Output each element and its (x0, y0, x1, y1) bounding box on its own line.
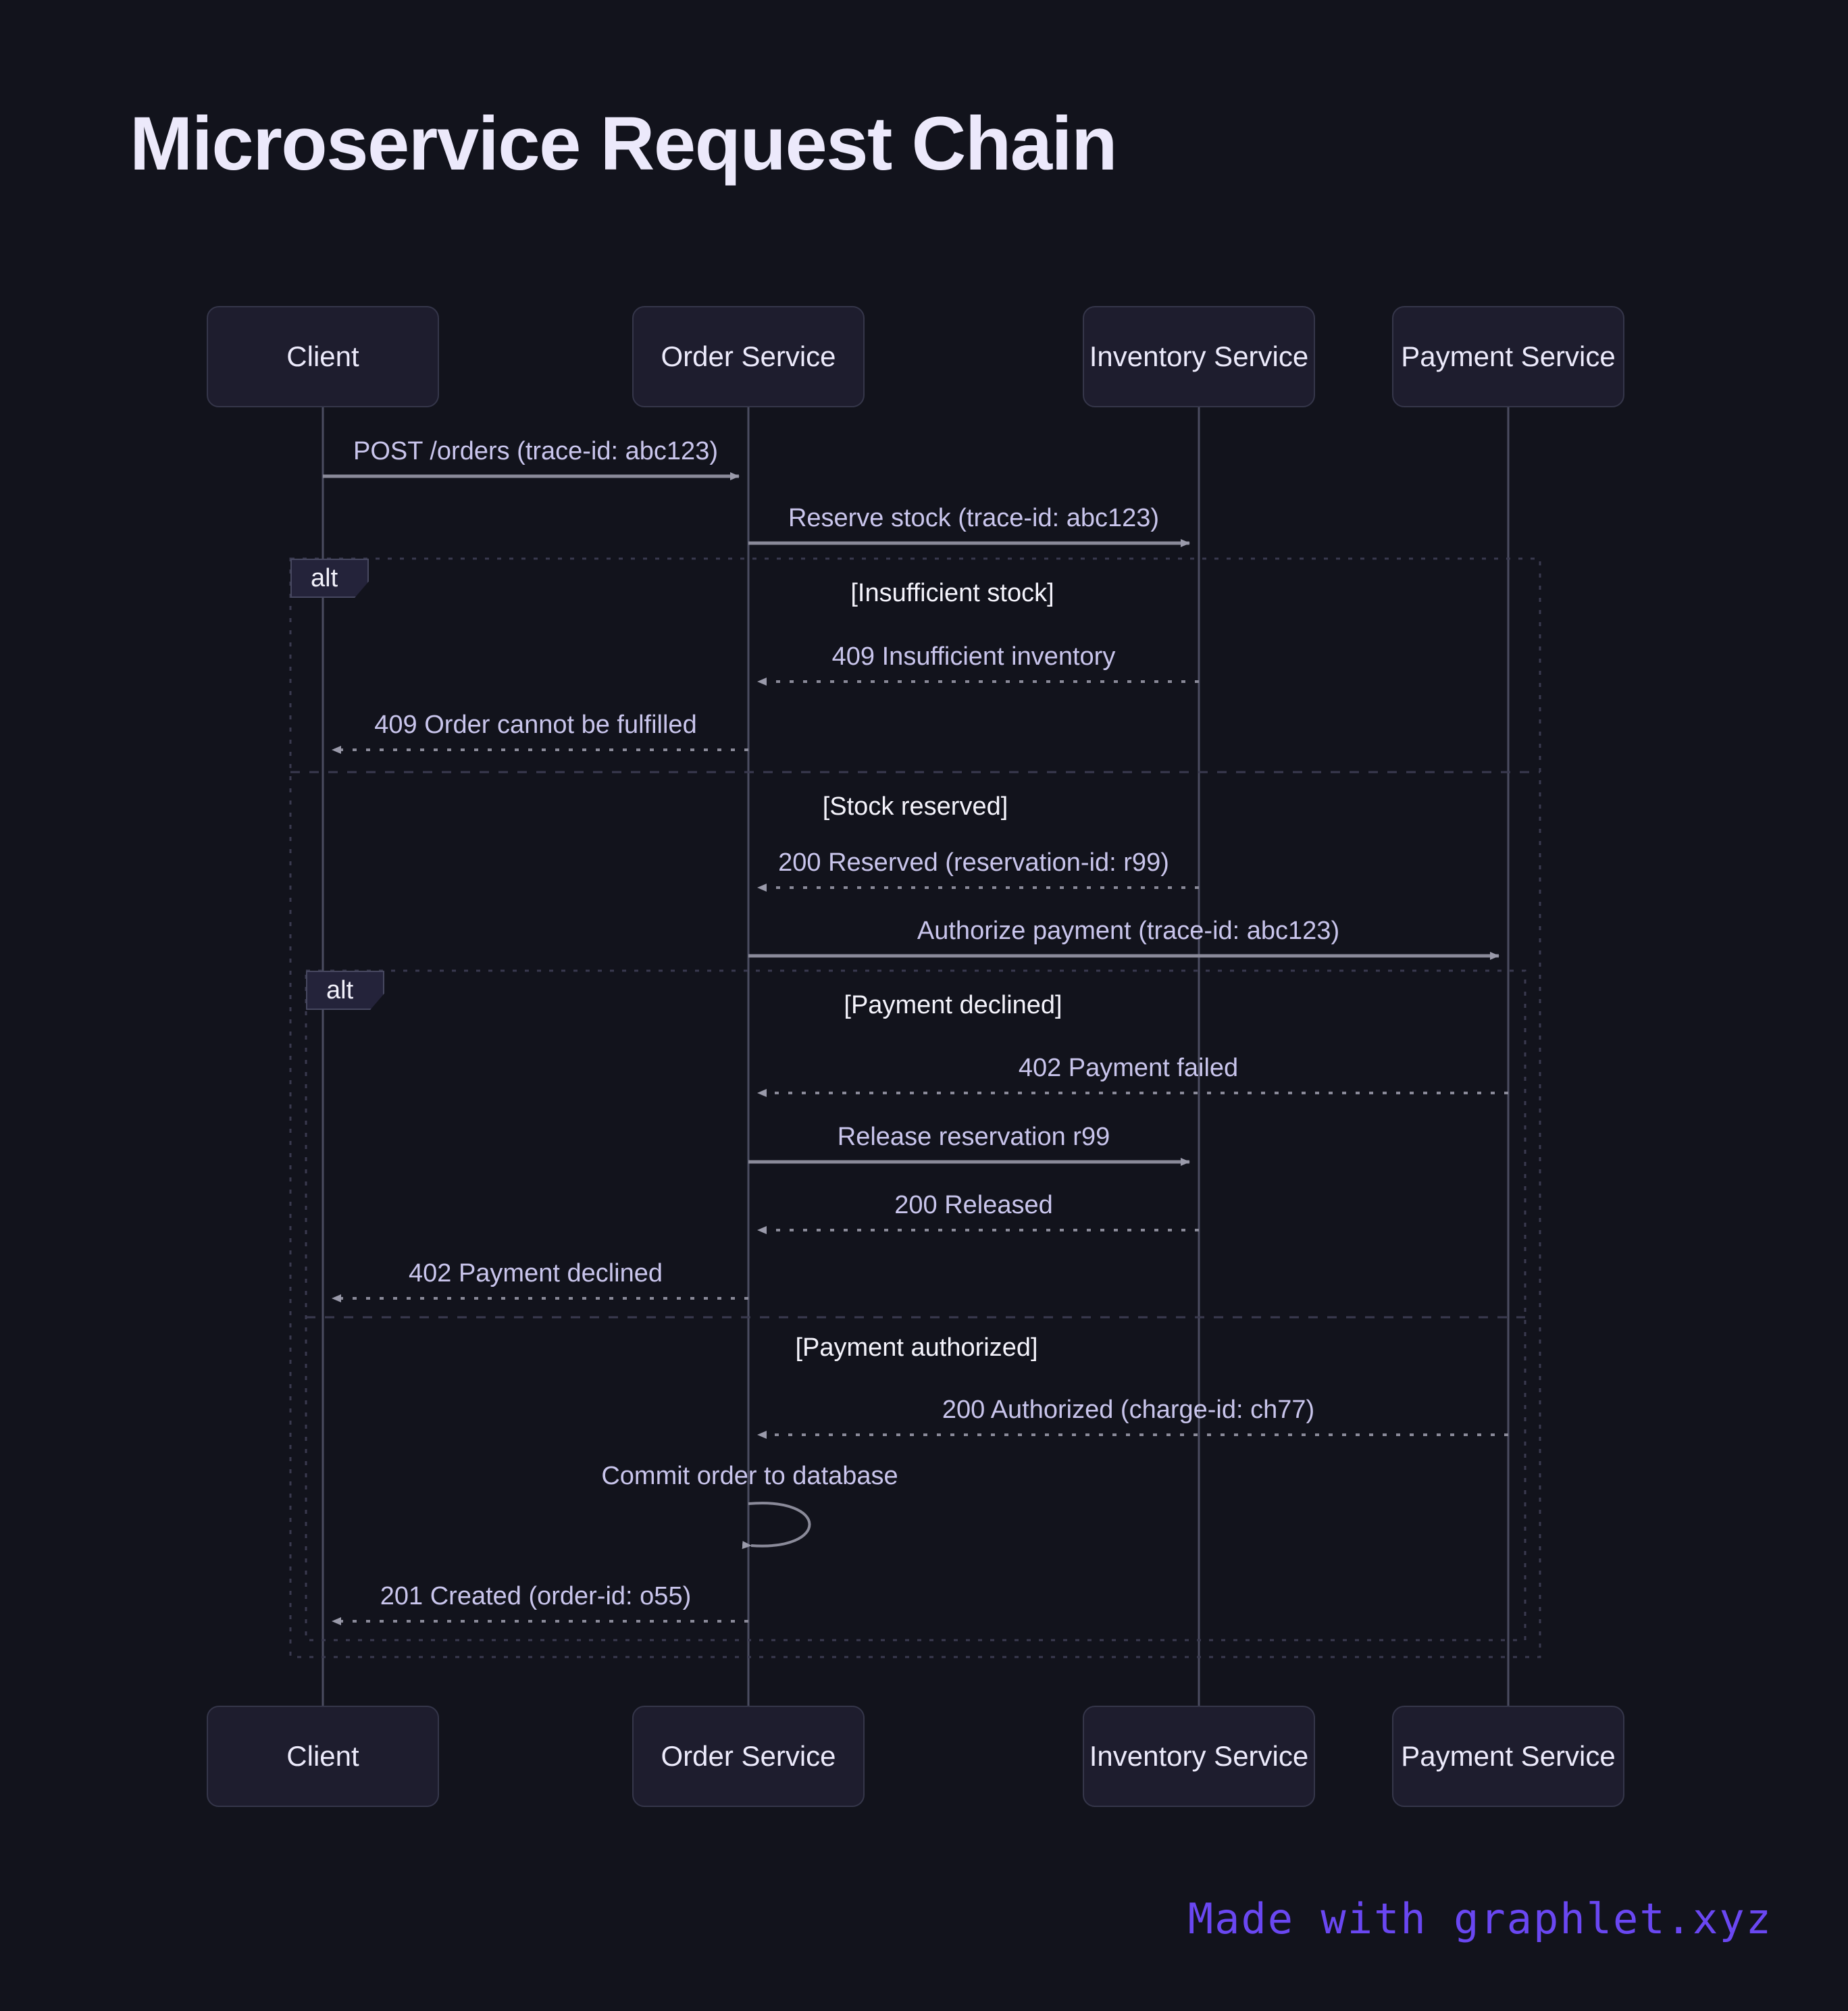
self-message-arrow-m12 (742, 1502, 811, 1550)
message-label-m4: 409 Order cannot be fulfilled (374, 711, 697, 739)
fragment-frame-alt1 (289, 557, 1541, 1658)
participant-client-top[interactable]: Client (207, 306, 439, 407)
participant-label: Client (286, 1740, 359, 1772)
message-label-m11: 200 Authorized (charge-id: ch77) (942, 1396, 1315, 1424)
message-label-m2: Reserve stock (trace-id: abc123) (788, 504, 1160, 532)
message-label-m8: Release reservation r99 (837, 1123, 1110, 1151)
participant-label: Order Service (661, 340, 836, 372)
participant-inventory-top[interactable]: Inventory Service (1083, 306, 1315, 407)
participant-order-top[interactable]: Order Service (632, 306, 865, 407)
fragment-tag-alt1[interactable]: alt (290, 559, 369, 598)
page-title: Microservice Request Chain (130, 101, 1118, 186)
message-label-m7: 402 Payment failed (1018, 1054, 1239, 1082)
participant-inventory-bottom[interactable]: Inventory Service (1083, 1706, 1315, 1807)
fragment-guard-label: [Payment authorized] (795, 1333, 1038, 1362)
fragment-guard-label: [Insufficient stock] (850, 579, 1054, 607)
participant-client-bottom[interactable]: Client (207, 1706, 439, 1807)
participant-payment-top[interactable]: Payment Service (1392, 306, 1624, 407)
message-label-m1: POST /orders (trace-id: abc123) (353, 437, 718, 465)
message-label-m10: 402 Payment declined (408, 1259, 663, 1288)
message-label-m12: Commit order to database (601, 1462, 898, 1490)
fragment-guard-label: [Stock reserved] (822, 792, 1008, 821)
message-arrows-group (323, 472, 1508, 1625)
fragment-guard-label: [Payment declined] (844, 991, 1062, 1019)
participant-label: Inventory Service (1089, 340, 1309, 372)
watermark: Made with graphlet.xyz (1187, 1894, 1772, 1943)
participant-payment-bottom[interactable]: Payment Service (1392, 1706, 1624, 1807)
fragment-tag-alt2[interactable]: alt (306, 971, 384, 1010)
participant-order-bottom[interactable]: Order Service (632, 1706, 865, 1807)
fragment-frame-alt2 (305, 969, 1526, 1641)
message-label-m3: 409 Insufficient inventory (831, 642, 1116, 671)
message-label-m13: 201 Created (order-id: o55) (380, 1582, 692, 1610)
participant-label: Payment Service (1401, 340, 1616, 372)
message-label-m6: Authorize payment (trace-id: abc123) (917, 917, 1340, 945)
message-label-m9: 200 Released (894, 1191, 1053, 1219)
lifelines-group (322, 407, 1510, 1706)
fragment-frames-group (289, 557, 1541, 1658)
participant-label: Inventory Service (1089, 1740, 1309, 1772)
participant-label: Order Service (661, 1740, 836, 1772)
participant-label: Client (286, 340, 359, 372)
message-label-m5: 200 Reserved (reservation-id: r99) (778, 848, 1169, 877)
participant-label: Payment Service (1401, 1740, 1616, 1772)
